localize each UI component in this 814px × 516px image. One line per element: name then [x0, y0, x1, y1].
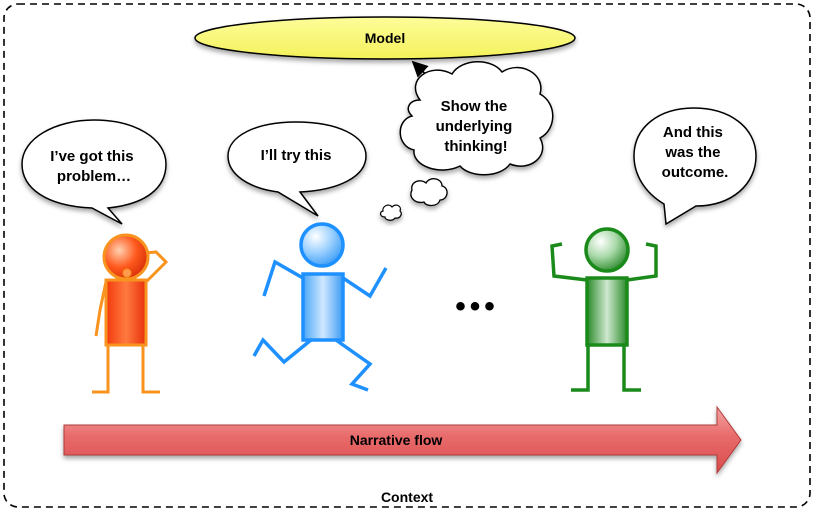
context-label: Context	[381, 489, 433, 505]
narrative-flow-label: Narrative flow	[350, 432, 443, 448]
figure-problem	[92, 233, 169, 394]
speech-try-text: I’ll try this	[261, 147, 332, 164]
thought-line-3: thinking!	[444, 138, 507, 155]
figure-outcome	[550, 227, 658, 392]
thought-cloud	[399, 61, 554, 176]
speech-problem-line-1: I’ve got this	[50, 148, 133, 165]
thought-puff-medium	[410, 178, 448, 207]
thought-puff-small	[379, 204, 402, 221]
speech-bubble-problem	[21, 119, 167, 225]
ellipsis: •••	[455, 290, 499, 323]
speech-bubble-try	[227, 121, 367, 217]
thought-line-2: underlying	[436, 118, 513, 135]
thought-bubble-text: Show the underlying thinking!	[436, 98, 517, 155]
model-node	[194, 16, 576, 60]
speech-outcome-line-3: outcome.	[662, 164, 729, 181]
speech-outcome-text: And this was the outcome.	[662, 124, 729, 181]
speech-bubble-outcome	[633, 107, 757, 226]
figure-try	[252, 222, 388, 392]
model-label: Model	[365, 30, 405, 46]
speech-problem-text: I’ve got this problem…	[50, 148, 138, 185]
speech-problem-line-2: problem…	[57, 168, 131, 185]
speech-outcome-line-1: And this	[663, 124, 723, 141]
narrative-flow-arrow	[63, 405, 742, 475]
thought-line-1: Show the	[441, 98, 508, 115]
context-frame	[3, 3, 811, 508]
speech-outcome-line-2: was the	[664, 144, 720, 161]
